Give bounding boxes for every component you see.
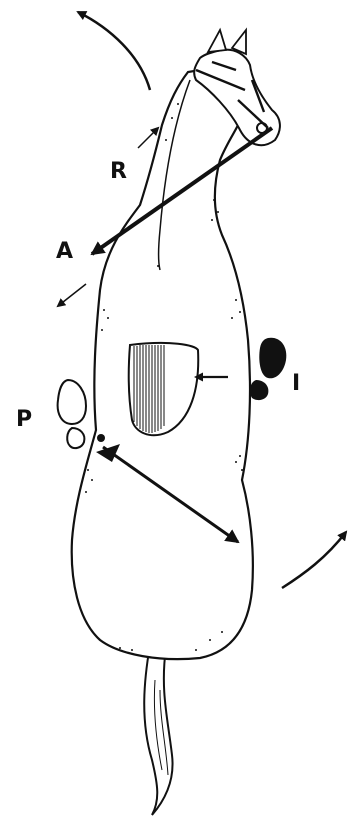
label-inside-leg: I — [292, 371, 300, 396]
left-ear — [208, 30, 226, 52]
label-outside-leg: P — [16, 407, 32, 432]
label-rein: R — [110, 159, 127, 184]
turn-arrow-bottom — [282, 532, 346, 588]
turn-arrow-top — [78, 12, 150, 90]
forehand-small-arrow — [58, 284, 86, 306]
rein-small-arrow — [138, 128, 158, 148]
label-aid-a: A — [56, 239, 73, 264]
horse-tail — [144, 645, 172, 815]
inside-leg-footprint — [250, 338, 286, 400]
outside-leg-footprint — [58, 380, 86, 448]
contact-dot — [97, 434, 105, 442]
